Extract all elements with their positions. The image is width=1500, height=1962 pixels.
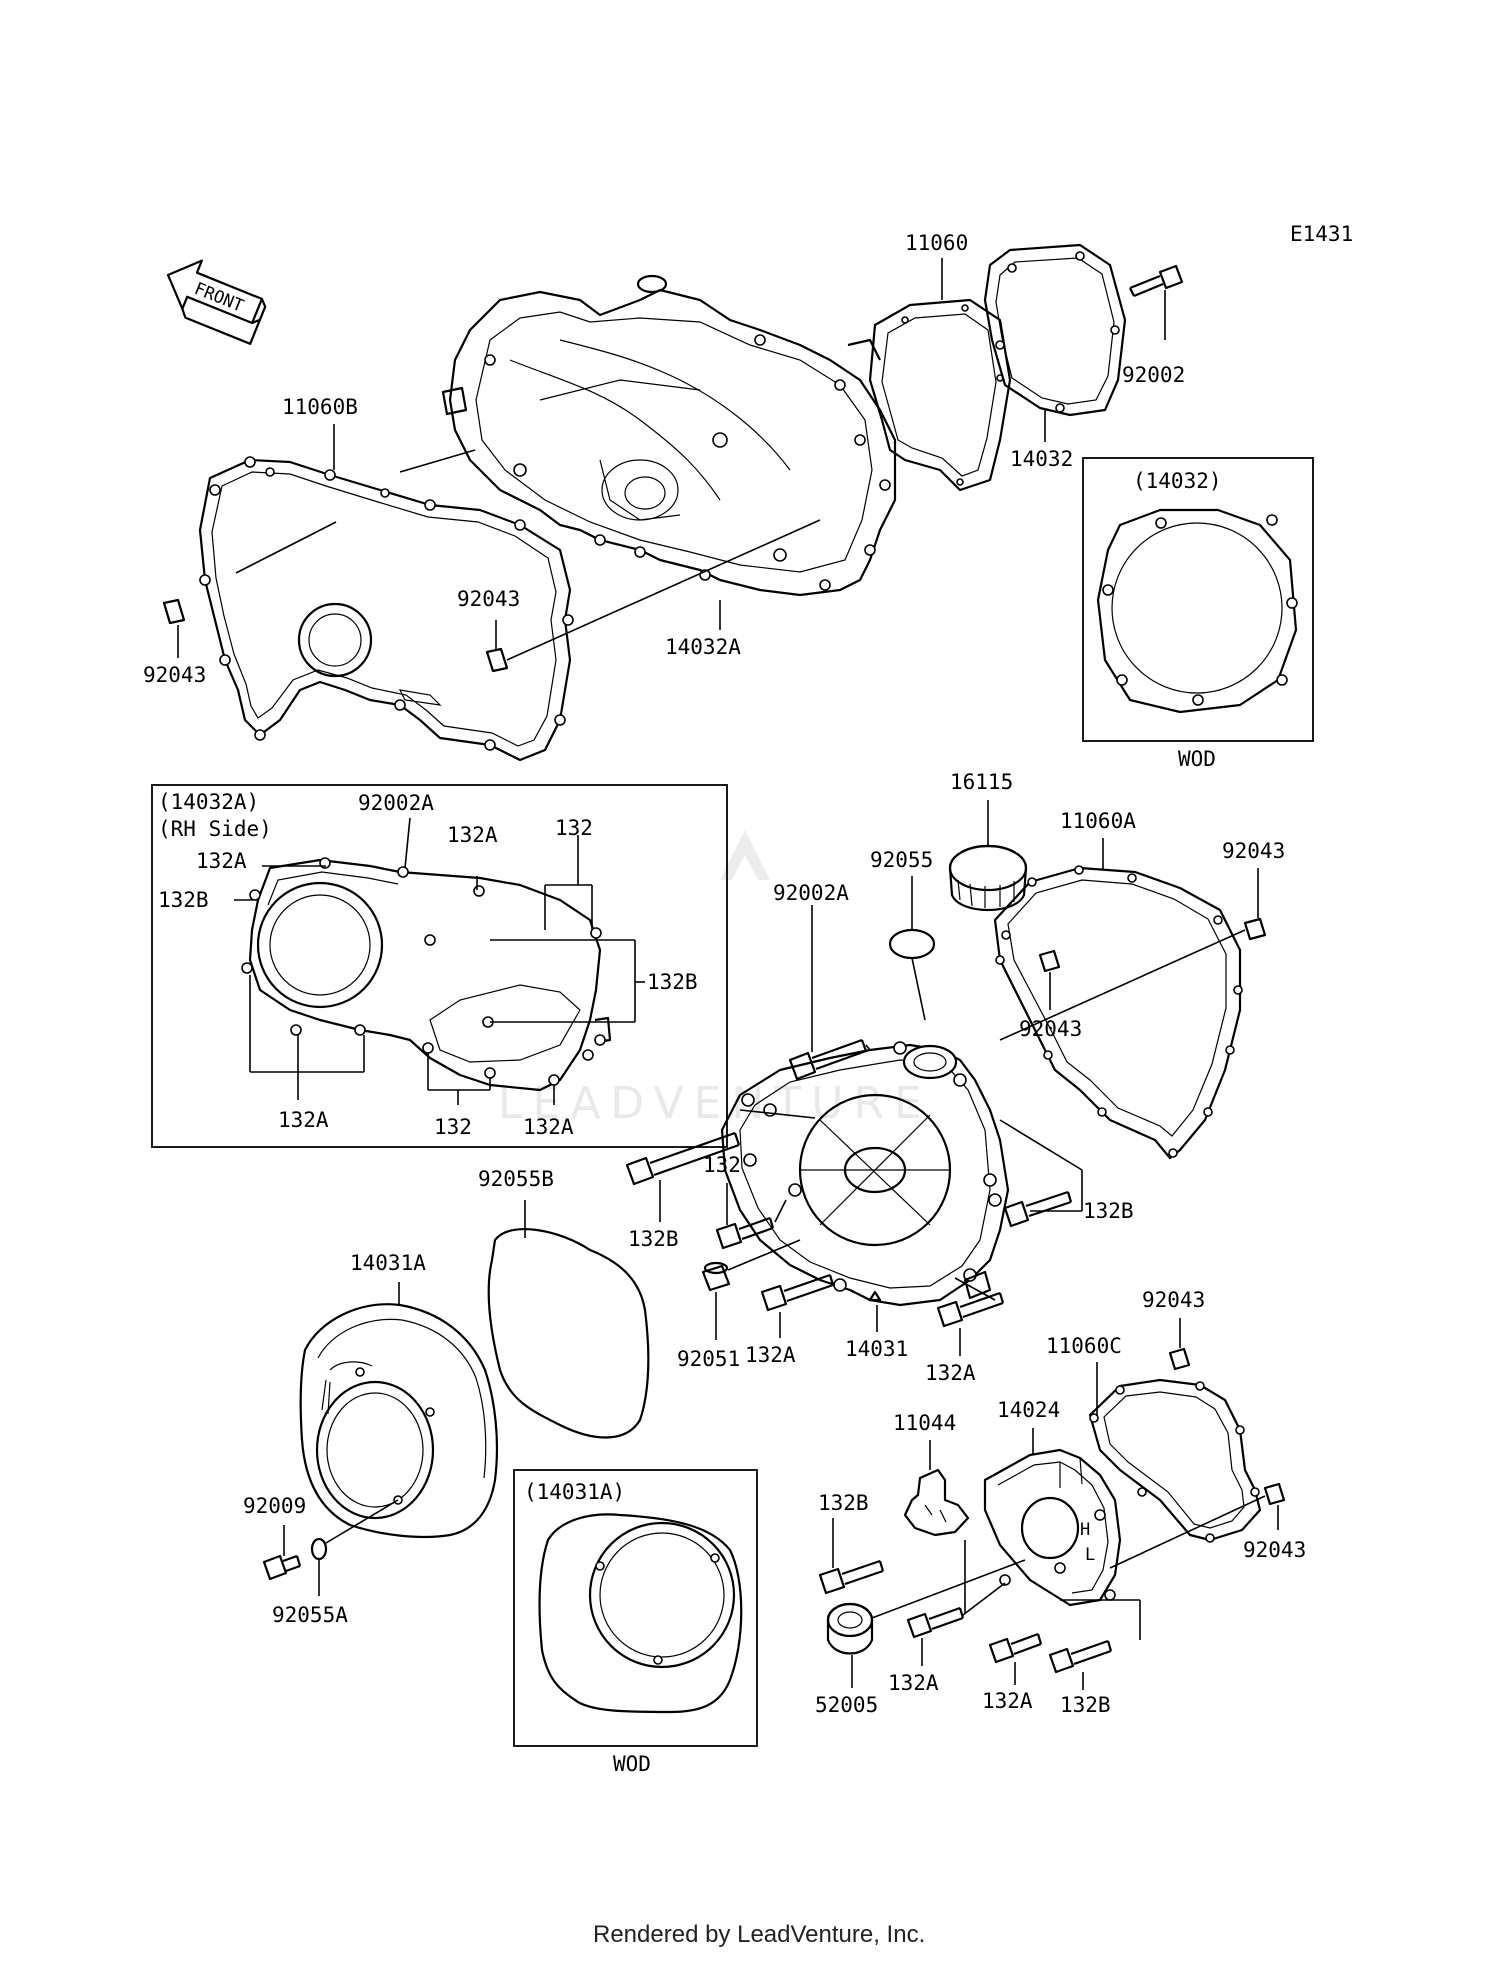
label-14031: 14031 [845, 1337, 908, 1361]
label-52005: 52005 [815, 1693, 878, 1717]
label-92055a: 92055A [272, 1603, 348, 1627]
part-14031a-outer-cover [299, 1303, 499, 1539]
inset-14032-gasket [1096, 508, 1298, 714]
label-92043-e: 92043 [1142, 1288, 1205, 1312]
watermark: LEADVENTURE [498, 830, 932, 1129]
part-92055b-gasket [487, 1228, 650, 1439]
part-92002a-bolt [788, 1038, 868, 1081]
part-11060c-gasket [1088, 1378, 1262, 1543]
label-132b-3: 132B [818, 1491, 869, 1515]
label-92051: 92051 [677, 1347, 740, 1371]
label-132b-rh2: 132B [647, 970, 698, 994]
part-132b-bolt-right [1003, 1190, 1073, 1228]
label-11060b: 11060B [282, 395, 358, 419]
label-132: 132 [703, 1153, 741, 1177]
label-92043-b: 92043 [457, 587, 520, 611]
part-92043-dowel-lower-a [1168, 1347, 1191, 1371]
part-11060b-gasket [198, 456, 574, 762]
label-14024: 14024 [997, 1398, 1060, 1422]
part-52005-seal [826, 1602, 874, 1655]
label-92055: 92055 [870, 848, 933, 872]
part-14032-cover-plate [983, 243, 1127, 417]
part-132b-bolt-left [625, 1131, 741, 1186]
part-92043-dowel-lower-b [1263, 1482, 1286, 1506]
part-14031-cover [720, 1041, 1010, 1307]
label-132a-4: 132A [982, 1689, 1033, 1713]
watermark-text: LEADVENTURE [498, 1078, 932, 1129]
svg-text:L: L [1085, 1545, 1095, 1565]
label-92043-a: 92043 [143, 663, 206, 687]
label-132-rh2: 132 [434, 1115, 472, 1139]
label-11044: 11044 [893, 1411, 956, 1435]
inset-14031a-cover [538, 1513, 743, 1714]
diagram-code: E1431 [1290, 222, 1353, 246]
label-11060c: 11060C [1046, 1334, 1122, 1358]
part-132-bolt [715, 1216, 775, 1250]
part-92055a-oring [310, 1537, 328, 1561]
part-132a-bolt-lower-left [760, 1273, 835, 1312]
label-92043-c: 92043 [1222, 839, 1285, 863]
inset-14031a-box [513, 1469, 758, 1747]
part-132b-bolt-lower-right [1048, 1639, 1113, 1674]
inset-14032-title: (14032) [1133, 469, 1222, 493]
part-92051-plug [701, 1261, 731, 1292]
inset-14032-note: WOD [1178, 747, 1216, 771]
label-132b-4: 132B [1060, 1693, 1111, 1717]
inset-rh-box [151, 784, 728, 1148]
part-132a-bolt-lower-center [988, 1632, 1043, 1664]
label-132b-1: 132B [628, 1227, 679, 1251]
label-92043-d: 92043 [1019, 1017, 1082, 1041]
part-92043-dowel-mid [1038, 949, 1061, 973]
inset-rh-subtitle: (RH Side) [158, 817, 272, 841]
part-132b-bolt-lower-left [818, 1559, 885, 1595]
part-132a-bolt-lower-right [936, 1291, 1005, 1328]
label-132a-1: 132A [745, 1343, 796, 1367]
label-92043-f: 92043 [1243, 1538, 1306, 1562]
label-14032a: 14032A [665, 635, 741, 659]
label-14031a: 14031A [350, 1251, 426, 1275]
label-132a-3: 132A [888, 1671, 939, 1695]
part-11060a-gasket [993, 865, 1243, 1160]
label-132-rh1: 132 [555, 816, 593, 840]
label-92002a-rh: 92002A [358, 791, 434, 815]
part-92009-screw [262, 1554, 302, 1581]
svg-text:H: H [1080, 1520, 1090, 1540]
label-132a-rh4: 132A [523, 1115, 574, 1139]
part-11060-gasket [868, 298, 1012, 492]
inset-rh-cover [241, 857, 612, 1092]
label-132a-rh2: 132A [196, 849, 247, 873]
label-11060: 11060 [905, 231, 968, 255]
label-11060a: 11060A [1060, 809, 1136, 833]
part-132a-bolt-lower-mid [906, 1606, 965, 1639]
label-92009: 92009 [243, 1494, 306, 1518]
label-92002: 92002 [1122, 363, 1185, 387]
inset-14031a-note: WOD [613, 1752, 651, 1776]
front-arrow: FRONT [166, 259, 267, 345]
part-14032a-cover [441, 274, 897, 597]
inset-rh-title: (14032A) [158, 790, 259, 814]
label-132b-rh1: 132B [158, 888, 209, 912]
label-132a-rh3: 132A [278, 1108, 329, 1132]
part-11044-bracket [903, 1468, 970, 1537]
label-132a-rh1: 132A [447, 823, 498, 847]
part-92043-dowel-center [485, 647, 509, 673]
label-132b-2: 132B [1083, 1199, 1134, 1223]
label-14032: 14032 [1010, 447, 1073, 471]
part-92002-bolt [1129, 264, 1184, 298]
label-132a-2: 132A [925, 1361, 976, 1385]
part-14024-cover: H L [983, 1448, 1122, 1607]
part-16115-cap [948, 844, 1028, 912]
footer-text: Rendered by LeadVenture, Inc. [593, 1921, 925, 1948]
label-92002a: 92002A [773, 881, 849, 905]
inset-14032-box [1082, 457, 1314, 742]
inset-14031a-title: (14031A) [524, 1480, 625, 1504]
part-92043-dowel-left [162, 598, 186, 625]
part-92055-oring [888, 928, 936, 960]
part-92043-dowel-right [1243, 917, 1267, 941]
label-16115: 16115 [950, 770, 1013, 794]
label-92055b: 92055B [478, 1167, 554, 1191]
